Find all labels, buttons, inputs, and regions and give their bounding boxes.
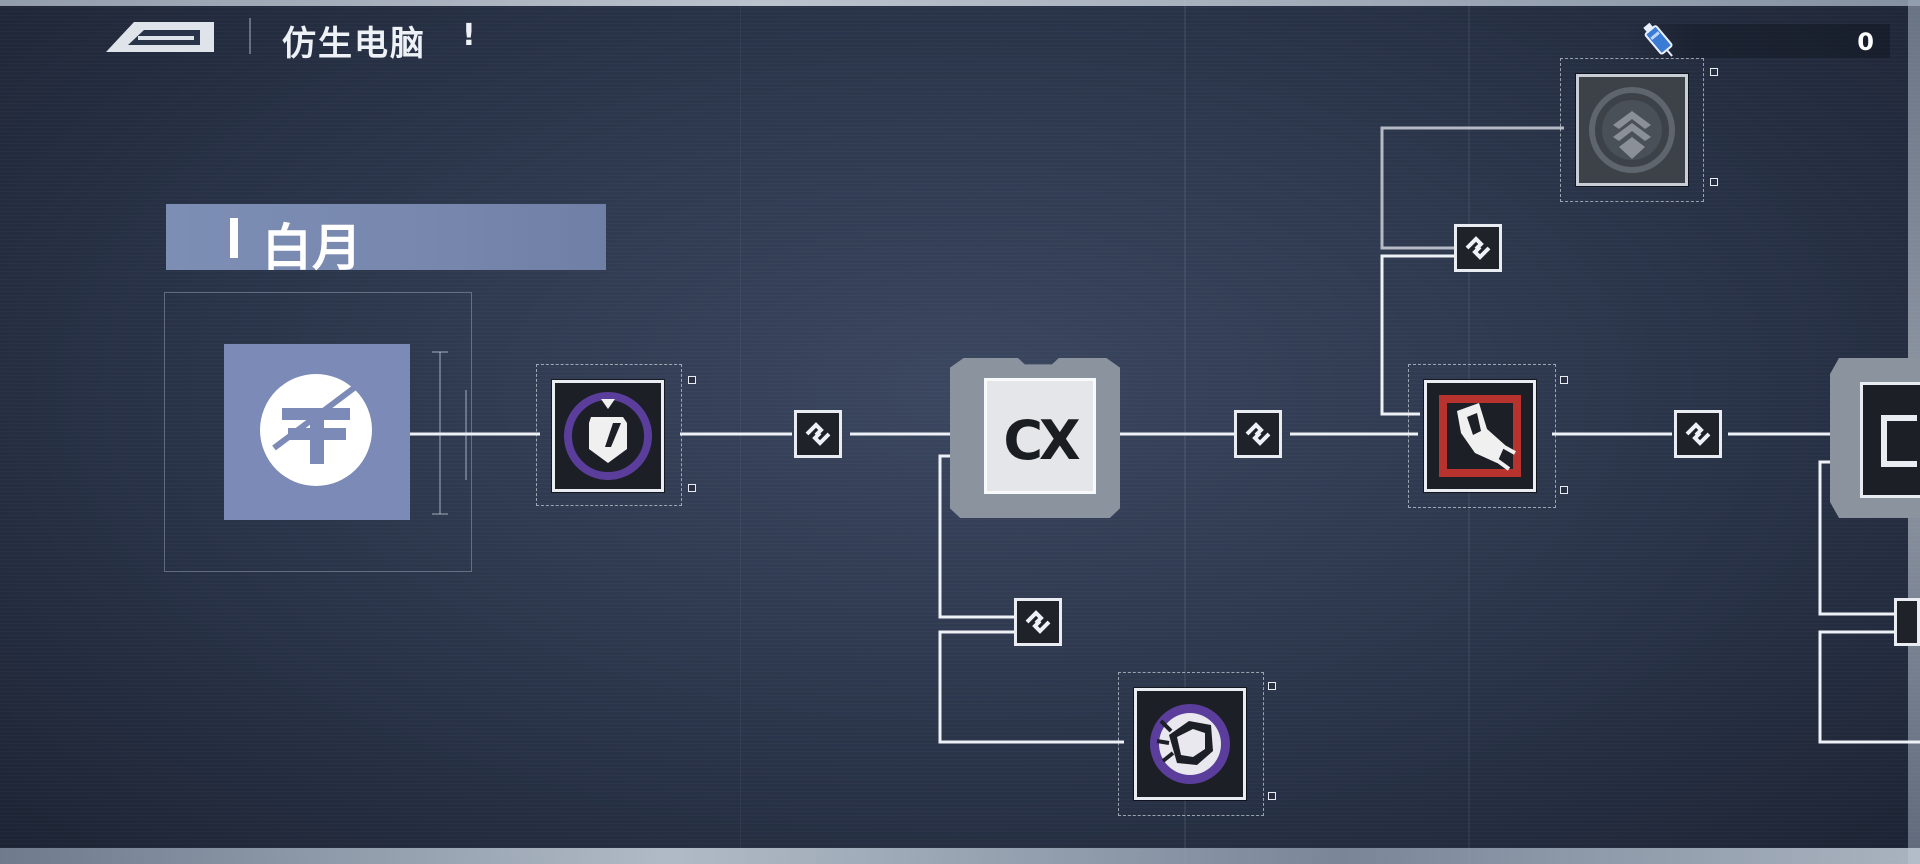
character-name: 白月 — [262, 219, 362, 277]
back-arrow-icon — [106, 22, 214, 52]
frame-dot — [1560, 486, 1568, 494]
core-chip-node[interactable]: CX — [950, 358, 1120, 518]
frame-dot — [688, 376, 696, 384]
chevron-rank-icon — [1589, 87, 1675, 173]
currency-value: 0 — [1857, 28, 1874, 56]
shield-chip-node[interactable] — [552, 380, 664, 492]
currency-display: 0 — [1628, 22, 1890, 58]
bottom-frame-edge — [0, 848, 1920, 864]
character-frame — [164, 292, 472, 572]
character-name-banner: 白月 — [166, 204, 606, 277]
fist-chip-node[interactable] — [1134, 688, 1246, 800]
core-chip-label: CX — [1003, 409, 1080, 472]
header-divider — [249, 18, 251, 54]
fist-chip-icon — [1150, 704, 1230, 784]
frame-dot — [1560, 376, 1568, 384]
rank-chip-frame — [1560, 58, 1704, 202]
link-chain-icon — [1245, 422, 1271, 446]
alert-indicator[interactable]: ! — [462, 18, 476, 53]
frame-dot — [1268, 792, 1276, 800]
rank-chip-node[interactable] — [1576, 74, 1688, 186]
page-title: 仿生电脑 — [282, 24, 426, 64]
frame-dot — [1268, 682, 1276, 690]
link-node-4[interactable] — [1454, 224, 1502, 272]
link-chain-icon — [1465, 236, 1491, 260]
fist-chip-frame — [1118, 672, 1264, 816]
blade-chip-node[interactable] — [1424, 380, 1536, 492]
link-chain-icon — [1025, 610, 1051, 634]
blade-strike-icon — [1439, 395, 1521, 477]
name-accent-bar — [230, 218, 238, 258]
back-button[interactable] — [104, 18, 216, 54]
injector-icon — [1643, 22, 1673, 57]
next-core-node[interactable] — [1830, 358, 1920, 518]
blade-chip-frame — [1408, 364, 1556, 508]
link-node-3[interactable] — [1014, 598, 1062, 646]
shield-chip-frame — [536, 364, 682, 506]
link-node-2[interactable] — [1234, 410, 1282, 458]
link-node-5[interactable] — [1674, 410, 1722, 458]
character-emblem-icon — [260, 374, 372, 486]
shield-chip-icon — [564, 392, 652, 480]
link-node-1[interactable] — [794, 410, 842, 458]
core-chip-face[interactable]: CX — [984, 378, 1096, 494]
frame-dot — [1710, 178, 1718, 186]
next-core-glyph — [1881, 415, 1917, 467]
link-chain-icon — [1685, 422, 1711, 446]
frame-dot — [688, 484, 696, 492]
frame-dot — [1710, 68, 1718, 76]
top-frame-edge — [0, 0, 1920, 6]
link-node-6[interactable] — [1894, 598, 1920, 646]
link-chain-icon — [805, 422, 831, 446]
next-core-icon — [1860, 382, 1920, 498]
